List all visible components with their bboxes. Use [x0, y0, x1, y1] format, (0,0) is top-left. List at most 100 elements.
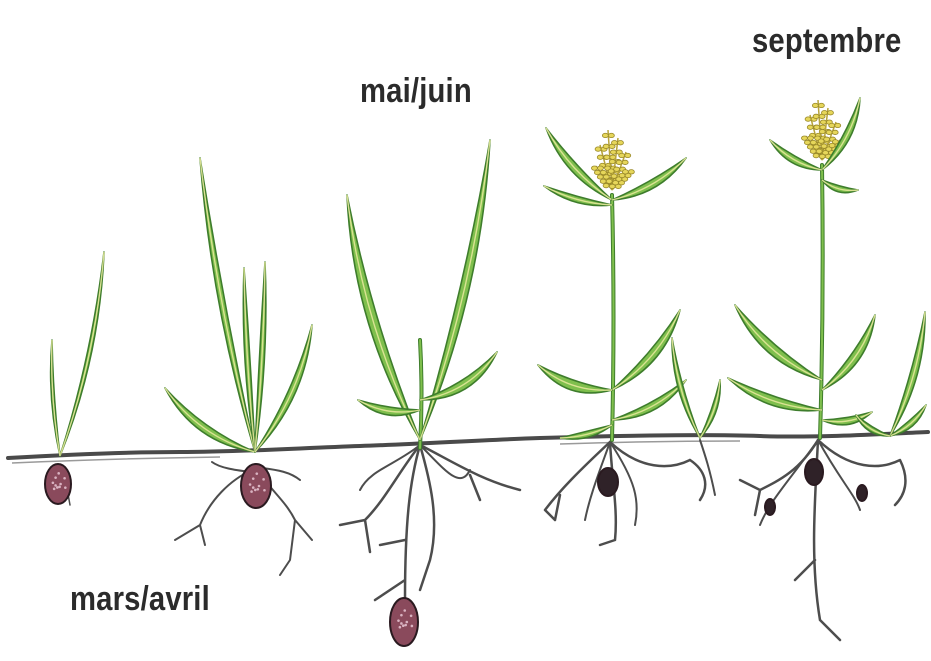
tuber-speck [53, 488, 56, 491]
flower-floret [597, 166, 603, 170]
tuber-speck [404, 624, 407, 627]
leaf-p4d [612, 310, 680, 390]
tuber-speck [59, 483, 62, 486]
tuber-speck [255, 472, 258, 475]
tuber-speck [258, 485, 261, 488]
root [700, 440, 715, 495]
tuber-speck [63, 477, 66, 480]
tuber-stage-5 [805, 459, 823, 485]
leaf-midrib [735, 305, 822, 380]
tuber-speck [249, 483, 252, 486]
tuber-speck [54, 476, 57, 479]
flower-floret [812, 103, 818, 107]
flower-floret [606, 179, 612, 183]
tuber-stage-2 [241, 464, 271, 508]
flower-floret [602, 133, 608, 137]
plants-layer [51, 98, 926, 456]
tuber-speck [399, 626, 402, 629]
tuber-speck [262, 478, 265, 481]
tuber-speck [400, 622, 403, 625]
tuber-stage-5b [857, 485, 867, 501]
leaf-p4e [538, 365, 612, 393]
flower-floret [832, 130, 838, 134]
flower-floret [816, 149, 822, 153]
flower-floret [807, 145, 813, 149]
flower-floret [807, 125, 813, 129]
tuber-speck [411, 625, 414, 628]
root [420, 445, 434, 590]
flower-floret [832, 140, 838, 144]
flower-floret [813, 153, 819, 157]
flower-head-p4 [591, 130, 634, 190]
tuber-speck [252, 486, 255, 489]
leaf-p5e [822, 315, 875, 390]
leaf-p3c [420, 352, 497, 400]
soil-layer [8, 432, 928, 463]
tuber-speck [58, 486, 61, 489]
tuber-speck [257, 488, 260, 491]
flower-floret [810, 140, 816, 144]
flower-floret [608, 133, 614, 137]
tuber-stage-1 [45, 464, 71, 504]
stage-label-mai-juin: mai/juin [360, 72, 472, 111]
flower-floret [594, 170, 600, 174]
flower-floret [622, 170, 628, 174]
tuber-speck [402, 624, 405, 627]
flower-floret [597, 155, 603, 159]
leaf-p5d [735, 305, 822, 380]
flower-floret [628, 170, 634, 174]
tuber-speck [54, 484, 57, 487]
tuber-speck [263, 489, 266, 492]
flower-floret [826, 130, 832, 134]
tuber-speck [252, 477, 255, 480]
flower-floret [818, 103, 824, 107]
soil-line [8, 432, 928, 458]
root [340, 445, 420, 552]
leaf-p3b [347, 195, 420, 440]
flower-floret [603, 183, 609, 187]
leaf-p5j [856, 415, 890, 436]
flower-floret [619, 153, 625, 157]
flower-floret [827, 111, 833, 115]
leaf-midrib [347, 195, 420, 440]
leaf-p4c [544, 186, 612, 206]
flower-floret [829, 123, 835, 127]
flower-floret [591, 166, 597, 170]
flower-floret [814, 125, 820, 129]
flower-floret [603, 144, 609, 148]
tuber-speck [64, 486, 67, 489]
tuber-speck [406, 621, 409, 624]
leaf-p4f [612, 380, 686, 420]
leaf-p3a [420, 140, 490, 440]
flower-floret [597, 175, 603, 179]
flower-floret [595, 147, 601, 151]
leaf-midrib [420, 140, 490, 440]
tuber-speck [254, 489, 257, 492]
flower-floret [603, 175, 609, 179]
flower-floret [610, 150, 616, 154]
flower-floret [813, 114, 819, 118]
root [420, 445, 520, 500]
flower-floret [824, 137, 830, 141]
tuber-speck [52, 481, 55, 484]
leaf-midrib [60, 252, 104, 456]
tuber-speck [250, 490, 253, 493]
flower-floret [813, 145, 819, 149]
flower-floret [805, 117, 811, 121]
flower-floret [810, 149, 816, 153]
flower-floret [820, 120, 826, 124]
tuber-stage-4 [598, 468, 618, 496]
flower-floret [617, 141, 623, 145]
flower-floret [614, 167, 620, 171]
tuber-speck [403, 609, 406, 612]
leaf-midrib [612, 380, 686, 420]
flower-floret [600, 170, 606, 174]
leaf-p1 [60, 252, 104, 456]
flower-floret [622, 160, 628, 164]
stage-label-mars-avril: mars/avril [70, 580, 210, 619]
flower-floret [804, 140, 810, 144]
tuber-speck [410, 615, 413, 618]
tuber-stage-3 [390, 598, 418, 646]
leaf-midrib [612, 310, 680, 390]
